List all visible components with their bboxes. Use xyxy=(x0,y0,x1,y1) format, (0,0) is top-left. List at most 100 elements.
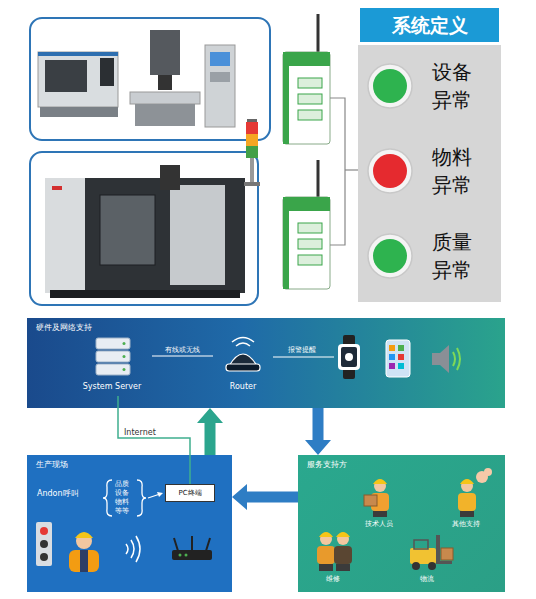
wireless-device xyxy=(283,197,330,289)
wireless-device xyxy=(298,94,322,104)
light-lamp xyxy=(373,154,407,188)
node-label: 质量 异常 xyxy=(432,228,478,284)
wireless-device xyxy=(298,239,322,249)
support-person-icon xyxy=(484,468,492,476)
edm-machine xyxy=(130,92,200,104)
andon-button-box xyxy=(36,522,52,566)
phone-icon xyxy=(389,345,395,351)
stack-light xyxy=(244,119,260,186)
technician-icon xyxy=(373,511,387,517)
connector-line xyxy=(118,396,190,484)
control-cabinet xyxy=(210,52,230,66)
technician-icon xyxy=(364,495,377,506)
node-label: 服务支持方 xyxy=(307,459,347,470)
phone-icon xyxy=(398,354,404,360)
wireless-device xyxy=(283,52,330,66)
server-icon xyxy=(123,342,126,345)
node-label: Router xyxy=(213,382,273,391)
server-icon xyxy=(96,351,130,362)
light-ring xyxy=(368,149,412,193)
phone-icon xyxy=(386,340,410,377)
lathe-machine xyxy=(38,52,118,117)
andon-button-box xyxy=(40,527,48,535)
node-label: System Server xyxy=(72,382,152,391)
phone-icon xyxy=(386,340,410,377)
node-label: 硬件及网络支持 xyxy=(36,322,92,333)
status-light: 设备 异常 xyxy=(366,55,493,117)
field-router-icon xyxy=(174,538,178,551)
server-icon xyxy=(123,355,126,358)
repair-person-icon xyxy=(317,532,352,571)
forklift-icon xyxy=(412,562,420,570)
node-label: 系统定义 xyxy=(360,8,499,42)
repair-person-icon xyxy=(320,533,332,545)
edge-label: Internet xyxy=(124,428,156,437)
list-bracket xyxy=(103,480,163,516)
watch-icon xyxy=(338,344,360,370)
field-section: 生产现场PC终端 xyxy=(27,455,232,592)
lathe-machine xyxy=(38,52,118,107)
forklift-icon xyxy=(441,548,453,560)
repair-person-icon xyxy=(336,564,350,571)
watch-icon xyxy=(343,335,355,379)
router-icon xyxy=(236,343,250,346)
wireless-device xyxy=(283,211,289,289)
machining-center xyxy=(50,290,240,298)
support-person-icon xyxy=(461,480,473,492)
server-icon xyxy=(96,338,130,349)
phone-icon xyxy=(398,363,404,369)
control-cabinet xyxy=(205,45,235,127)
stack-light xyxy=(250,158,254,183)
node-label: 物料 异常 xyxy=(432,143,478,199)
node-label: 设备 异常 xyxy=(432,58,478,114)
wifi-waves xyxy=(126,544,128,554)
lathe-machine xyxy=(40,107,118,117)
support-person-icon xyxy=(458,493,476,511)
server-node: System Server xyxy=(72,334,152,396)
light-outline xyxy=(366,140,493,202)
router-icon xyxy=(226,338,260,372)
machine-photo-frame xyxy=(30,18,270,140)
definition-panel: 系统定义设备 异常物料 异常质量 异常 xyxy=(358,8,501,302)
lathe-machine xyxy=(100,58,114,86)
technician-icon xyxy=(374,480,386,492)
wireless-device xyxy=(283,14,330,289)
alarm-wire xyxy=(273,357,334,358)
repair-person-icon xyxy=(336,532,350,537)
edm-machine xyxy=(130,30,200,126)
status-light: 质量 异常 xyxy=(366,225,493,287)
signal-wire xyxy=(330,98,345,245)
repair-person-icon xyxy=(337,533,349,545)
wireless-device xyxy=(298,223,322,233)
edm-machine xyxy=(158,75,172,90)
alarm-wire xyxy=(273,356,334,357)
watch-icon xyxy=(338,335,360,379)
andon-button-box xyxy=(40,553,48,561)
node-label: 生产现场 xyxy=(36,459,68,470)
machining-center xyxy=(100,195,155,265)
router-node: Router xyxy=(213,334,273,396)
worker-icon xyxy=(80,550,88,572)
field-router-icon xyxy=(191,536,193,551)
speaker-icon xyxy=(457,348,460,370)
support-person-icon xyxy=(476,471,488,483)
router-icon xyxy=(232,338,254,343)
lathe-machine xyxy=(38,52,118,56)
light-ring xyxy=(368,234,412,278)
flow-arrow xyxy=(197,408,223,455)
stack-light xyxy=(244,182,260,186)
forklift-icon xyxy=(428,562,436,570)
machining-center xyxy=(45,178,245,293)
light-lamp xyxy=(373,69,407,103)
machining-center xyxy=(45,165,245,298)
server-icon xyxy=(123,368,126,371)
phone-icon xyxy=(389,363,395,369)
repair-person-icon xyxy=(317,546,335,564)
flow-arrow xyxy=(305,408,331,455)
wireless-device xyxy=(283,66,289,144)
field-router-icon xyxy=(185,554,188,557)
speaker-icon xyxy=(453,352,455,366)
repair-person-icon xyxy=(319,532,333,537)
stack-light xyxy=(247,119,257,122)
